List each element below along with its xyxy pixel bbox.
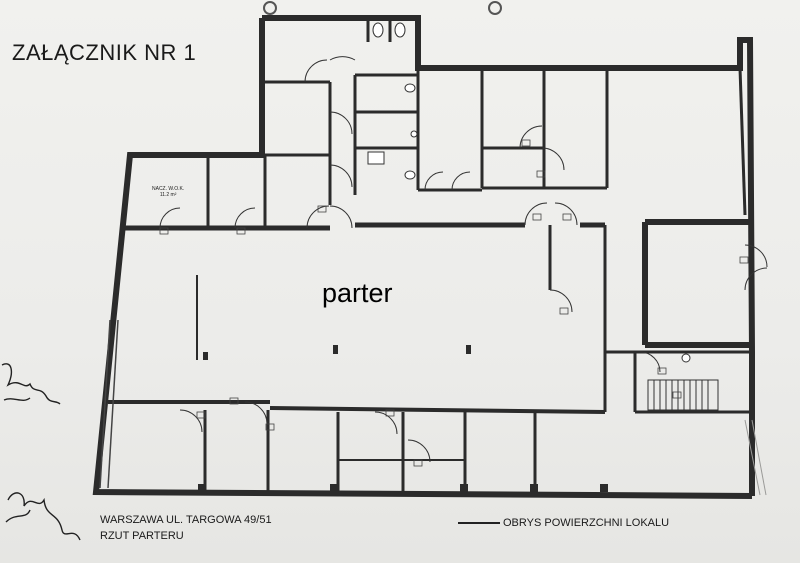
outer-walls <box>92 15 755 499</box>
floor-label: parter <box>322 278 393 308</box>
column-markers <box>198 345 608 492</box>
toilet-icon <box>367 22 691 363</box>
page-title: ZAŁĄCZNIK NR 1 <box>12 40 197 65</box>
drawing-subtitle: RZUT PARTERU <box>100 530 184 542</box>
room-name: NACZ. W.O.K. <box>152 186 185 192</box>
legend-line-icon <box>458 522 500 524</box>
staircase <box>647 379 719 411</box>
inner-walls <box>108 18 752 492</box>
door-tags <box>159 139 749 467</box>
binder-clip-icon <box>263 1 502 15</box>
shadow-edge <box>744 419 767 496</box>
facade-line <box>99 319 119 489</box>
address-line: WARSZAWA UL. TARGOWA 49/51 <box>100 514 272 526</box>
room-area: 11.2 m² <box>159 192 177 198</box>
door-swings <box>159 56 768 463</box>
room-label: NACZ. W.O.K. 11.2 m² <box>152 186 184 198</box>
legend-text: OBRYS POWIERZCHNI LOKALU <box>503 517 670 529</box>
signature-image <box>1 363 81 541</box>
